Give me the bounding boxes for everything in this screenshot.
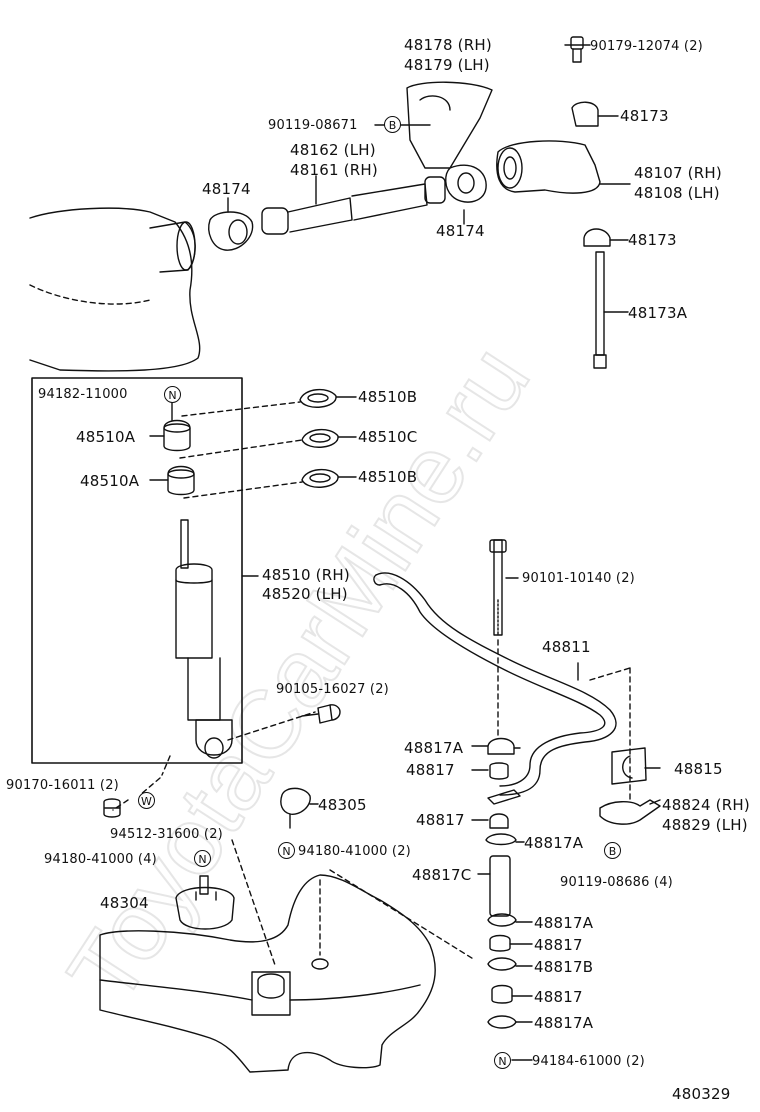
label-48817-1: 48817 [406, 761, 455, 779]
label-48161: 48161 (RH) [290, 161, 378, 179]
label-48179: 48179 (LH) [404, 56, 490, 74]
torsion-shaft-assembly [208, 36, 631, 369]
label-94180-left: 94180-41000 (4) [44, 852, 157, 867]
b-badge: B [384, 116, 401, 133]
label-48108: 48108 (LH) [634, 184, 720, 202]
label-90119-08686: 90119-08686 (4) [560, 875, 673, 890]
label-48173-mid: 48173 [628, 231, 677, 249]
label-48510B-top: 48510B [358, 388, 418, 406]
label-48811: 48811 [542, 638, 591, 656]
label-48510A-bot: 48510A [80, 472, 140, 490]
frame-lower [99, 874, 436, 1073]
label-48178: 48178 (RH) [404, 36, 492, 54]
label-90105: 90105-16027 (2) [276, 682, 389, 697]
label-48817B: 48817B [534, 958, 594, 976]
label-48817A-3: 48817A [534, 914, 594, 932]
label-48510: 48510 (RH) [262, 566, 350, 584]
label-48829: 48829 (LH) [662, 816, 748, 834]
n-badge: N [494, 1052, 511, 1069]
label-48510A-top: 48510A [76, 428, 136, 446]
label-48304: 48304 [100, 894, 149, 912]
label-48510B-bot: 48510B [358, 468, 418, 486]
label-48815: 48815 [674, 760, 723, 778]
w-badge: W [138, 792, 155, 809]
label-48510C: 48510C [358, 428, 418, 446]
label-90119-08671: 90119-08671 [268, 118, 358, 133]
label-90170: 90170-16011 (2) [6, 778, 119, 793]
label-48817A-2: 48817A [524, 834, 584, 852]
label-94182: 94182-11000 [38, 387, 128, 402]
label-94180-right: 94180-41000 (2) [298, 844, 411, 859]
label-48174-right: 48174 [436, 222, 485, 240]
label-48173-top: 48173 [620, 107, 669, 125]
label-48817C: 48817C [412, 866, 472, 884]
label-48305: 48305 [318, 796, 367, 814]
lower-left-hardware [103, 755, 476, 970]
frame-upper-left [29, 207, 201, 372]
label-48174-left: 48174 [202, 180, 251, 198]
label-48824: 48824 (RH) [662, 796, 750, 814]
label-48162: 48162 (LH) [290, 141, 376, 159]
label-94512: 94512-31600 (2) [110, 827, 223, 842]
diagram-number: 480329 [672, 1085, 731, 1103]
shock-absorber-group [31, 377, 357, 764]
label-48520: 48520 (LH) [262, 585, 348, 603]
b-badge: B [604, 842, 621, 859]
label-48817A-1: 48817A [404, 739, 464, 757]
label-48173A: 48173A [628, 304, 688, 322]
n-badge: N [164, 386, 181, 403]
label-90179: 90179-12074 (2) [590, 39, 703, 54]
label-90101: 90101-10140 (2) [522, 571, 635, 586]
label-48817A-4: 48817A [534, 1014, 594, 1032]
n-badge: N [194, 850, 211, 867]
label-48817-2: 48817 [416, 811, 465, 829]
label-48817-3: 48817 [534, 936, 583, 954]
label-48817-4: 48817 [534, 988, 583, 1006]
label-48107: 48107 (RH) [634, 164, 722, 182]
n-badge: N [278, 842, 295, 859]
stabilizer-bar [373, 539, 661, 1061]
label-94184: 94184-61000 (2) [532, 1054, 645, 1069]
